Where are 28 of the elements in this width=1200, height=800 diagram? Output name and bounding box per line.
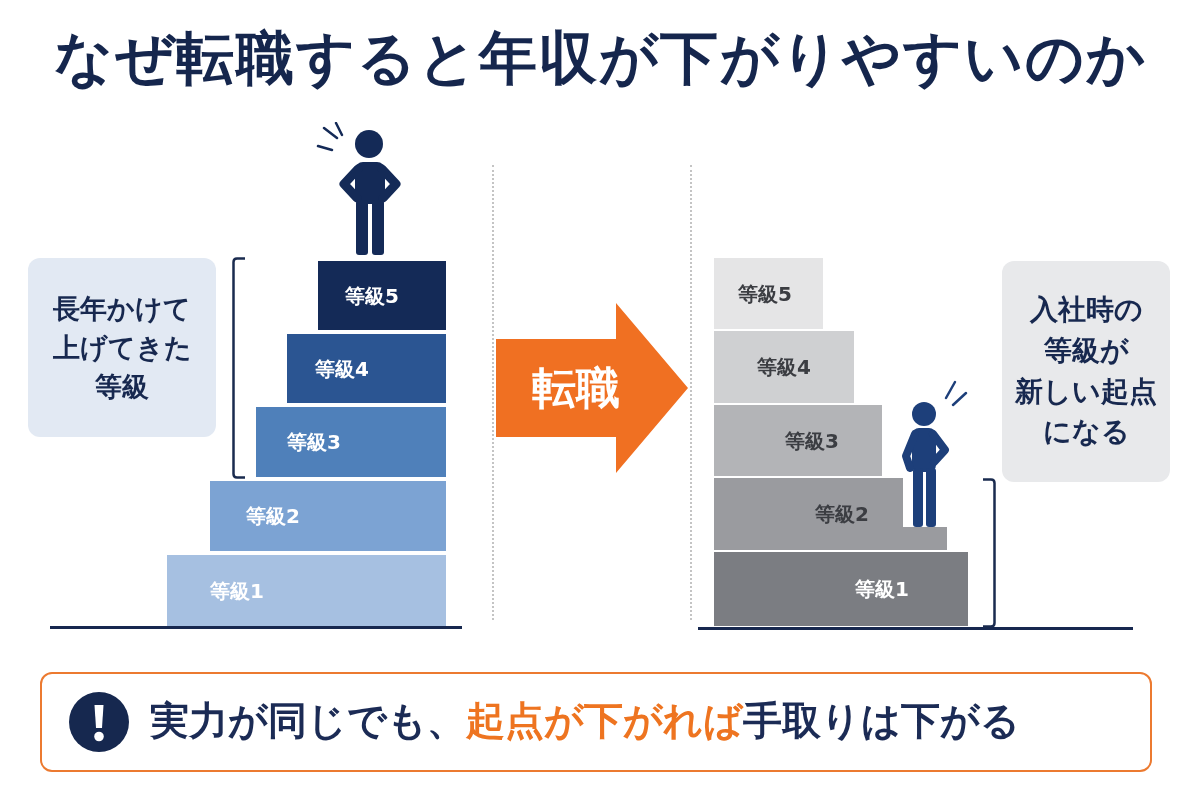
title: なぜ転職すると年収が下がりやすいのか [53,23,1147,94]
step-label: 等級2 [815,501,869,527]
block-arrow [496,303,688,473]
step-label: 等級5 [345,282,399,309]
step-label: 等級1 [210,577,264,604]
callout-text: 長年かけて上げてきた等級 [52,291,192,405]
arrow-label: 転職 [532,361,620,415]
stair-step [287,334,446,403]
stair-step [210,481,446,551]
stair-step [714,331,854,403]
message-box [40,672,1152,772]
step-label: 等級1 [855,576,909,602]
callout-box [28,258,216,437]
stair-step [714,478,947,550]
step-label: 等級5 [738,280,792,307]
stair-step [714,552,968,626]
stair-step [256,407,446,477]
callout-text: 入社時の等級が新しい起点になる [1015,292,1157,451]
step-label: 等級2 [246,503,300,529]
stair-step [318,261,446,330]
message-text: 実力が同じでも、起点が下がれば手取りは下がる [150,697,1020,745]
stair-step [714,405,882,476]
stair-step [167,555,446,626]
stair-step [714,258,823,329]
step-label: 等級4 [315,355,369,382]
step-label: 等級3 [785,427,839,454]
step-label: 等級3 [287,429,341,455]
step-label: 等級4 [757,354,811,380]
